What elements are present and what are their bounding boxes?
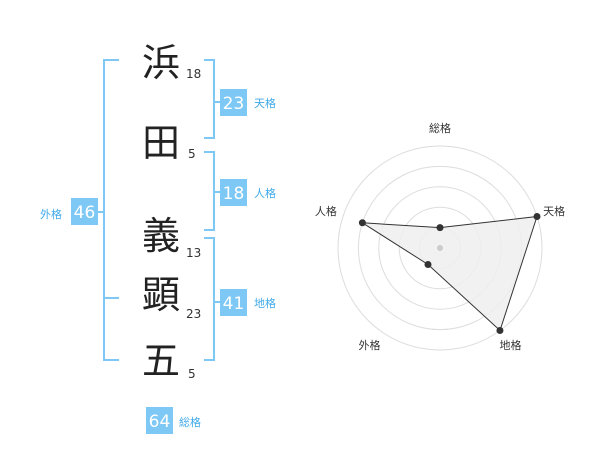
radar-points <box>358 212 541 335</box>
jinkaku-badge-box <box>220 179 247 206</box>
gaikaku-bracket <box>103 59 119 361</box>
name-char-2: 田 <box>142 121 180 165</box>
radar-point <box>496 327 504 335</box>
jinkaku-label: 人格 <box>254 186 276 200</box>
kaku-brackets <box>98 59 220 361</box>
radar-axis-label: 天格 <box>543 204 565 218</box>
soukaku-badge-box <box>146 407 173 434</box>
tenkaku-badge-box <box>220 89 247 116</box>
name-char-4: 顕 <box>142 273 180 317</box>
name-char-3: 義 <box>142 214 180 258</box>
stroke-count-1: 18 <box>186 67 201 81</box>
tenkaku-badge: 23 天格 <box>220 89 276 116</box>
radar-point <box>424 261 432 269</box>
soukaku-badge: 64 総格 <box>146 407 201 434</box>
radar-axis-label: 人格 <box>315 204 337 218</box>
radar-center-dot <box>437 245 443 251</box>
radar-axis-label: 外格 <box>359 338 381 352</box>
name-char-5: 五 <box>142 339 180 383</box>
radar-ring <box>337 145 543 351</box>
tenkaku-label: 天格 <box>254 96 276 110</box>
stroke-count-4: 23 <box>186 307 201 321</box>
soukaku-label: 総格 <box>179 415 201 429</box>
chikaku-value: 41 <box>223 294 245 314</box>
gaikaku-label: 外格 <box>40 207 62 221</box>
gaikaku-badge-box <box>71 198 98 225</box>
radar-axis-label: 総格 <box>429 121 451 135</box>
radar-area <box>362 215 538 332</box>
radar-axis-label: 地格 <box>500 338 522 352</box>
name-characters: 浜 18 田 5 義 13 顕 23 五 5 <box>142 41 201 383</box>
stroke-count-2: 5 <box>188 147 196 161</box>
radar-point <box>436 224 444 232</box>
soukaku-value: 64 <box>149 412 171 432</box>
name-char-1: 浜 <box>142 41 180 85</box>
gaikaku-badge: 外格 46 <box>40 198 98 225</box>
chikaku-label: 地格 <box>254 296 276 310</box>
tenkaku-bracket <box>204 59 215 139</box>
radar-point <box>358 219 366 227</box>
gaikaku-value: 46 <box>74 203 96 223</box>
tenkaku-value: 23 <box>223 94 245 114</box>
chikaku-badge: 41 地格 <box>220 289 276 316</box>
jinkaku-value: 18 <box>223 184 245 204</box>
stroke-count-3: 13 <box>186 246 201 260</box>
jinkaku-bracket <box>204 151 215 231</box>
stroke-count-5: 5 <box>188 367 196 381</box>
chikaku-badge-box <box>220 289 247 316</box>
chikaku-bracket <box>204 237 215 361</box>
jinkaku-badge: 18 人格 <box>220 179 276 206</box>
radar-point <box>533 212 541 220</box>
